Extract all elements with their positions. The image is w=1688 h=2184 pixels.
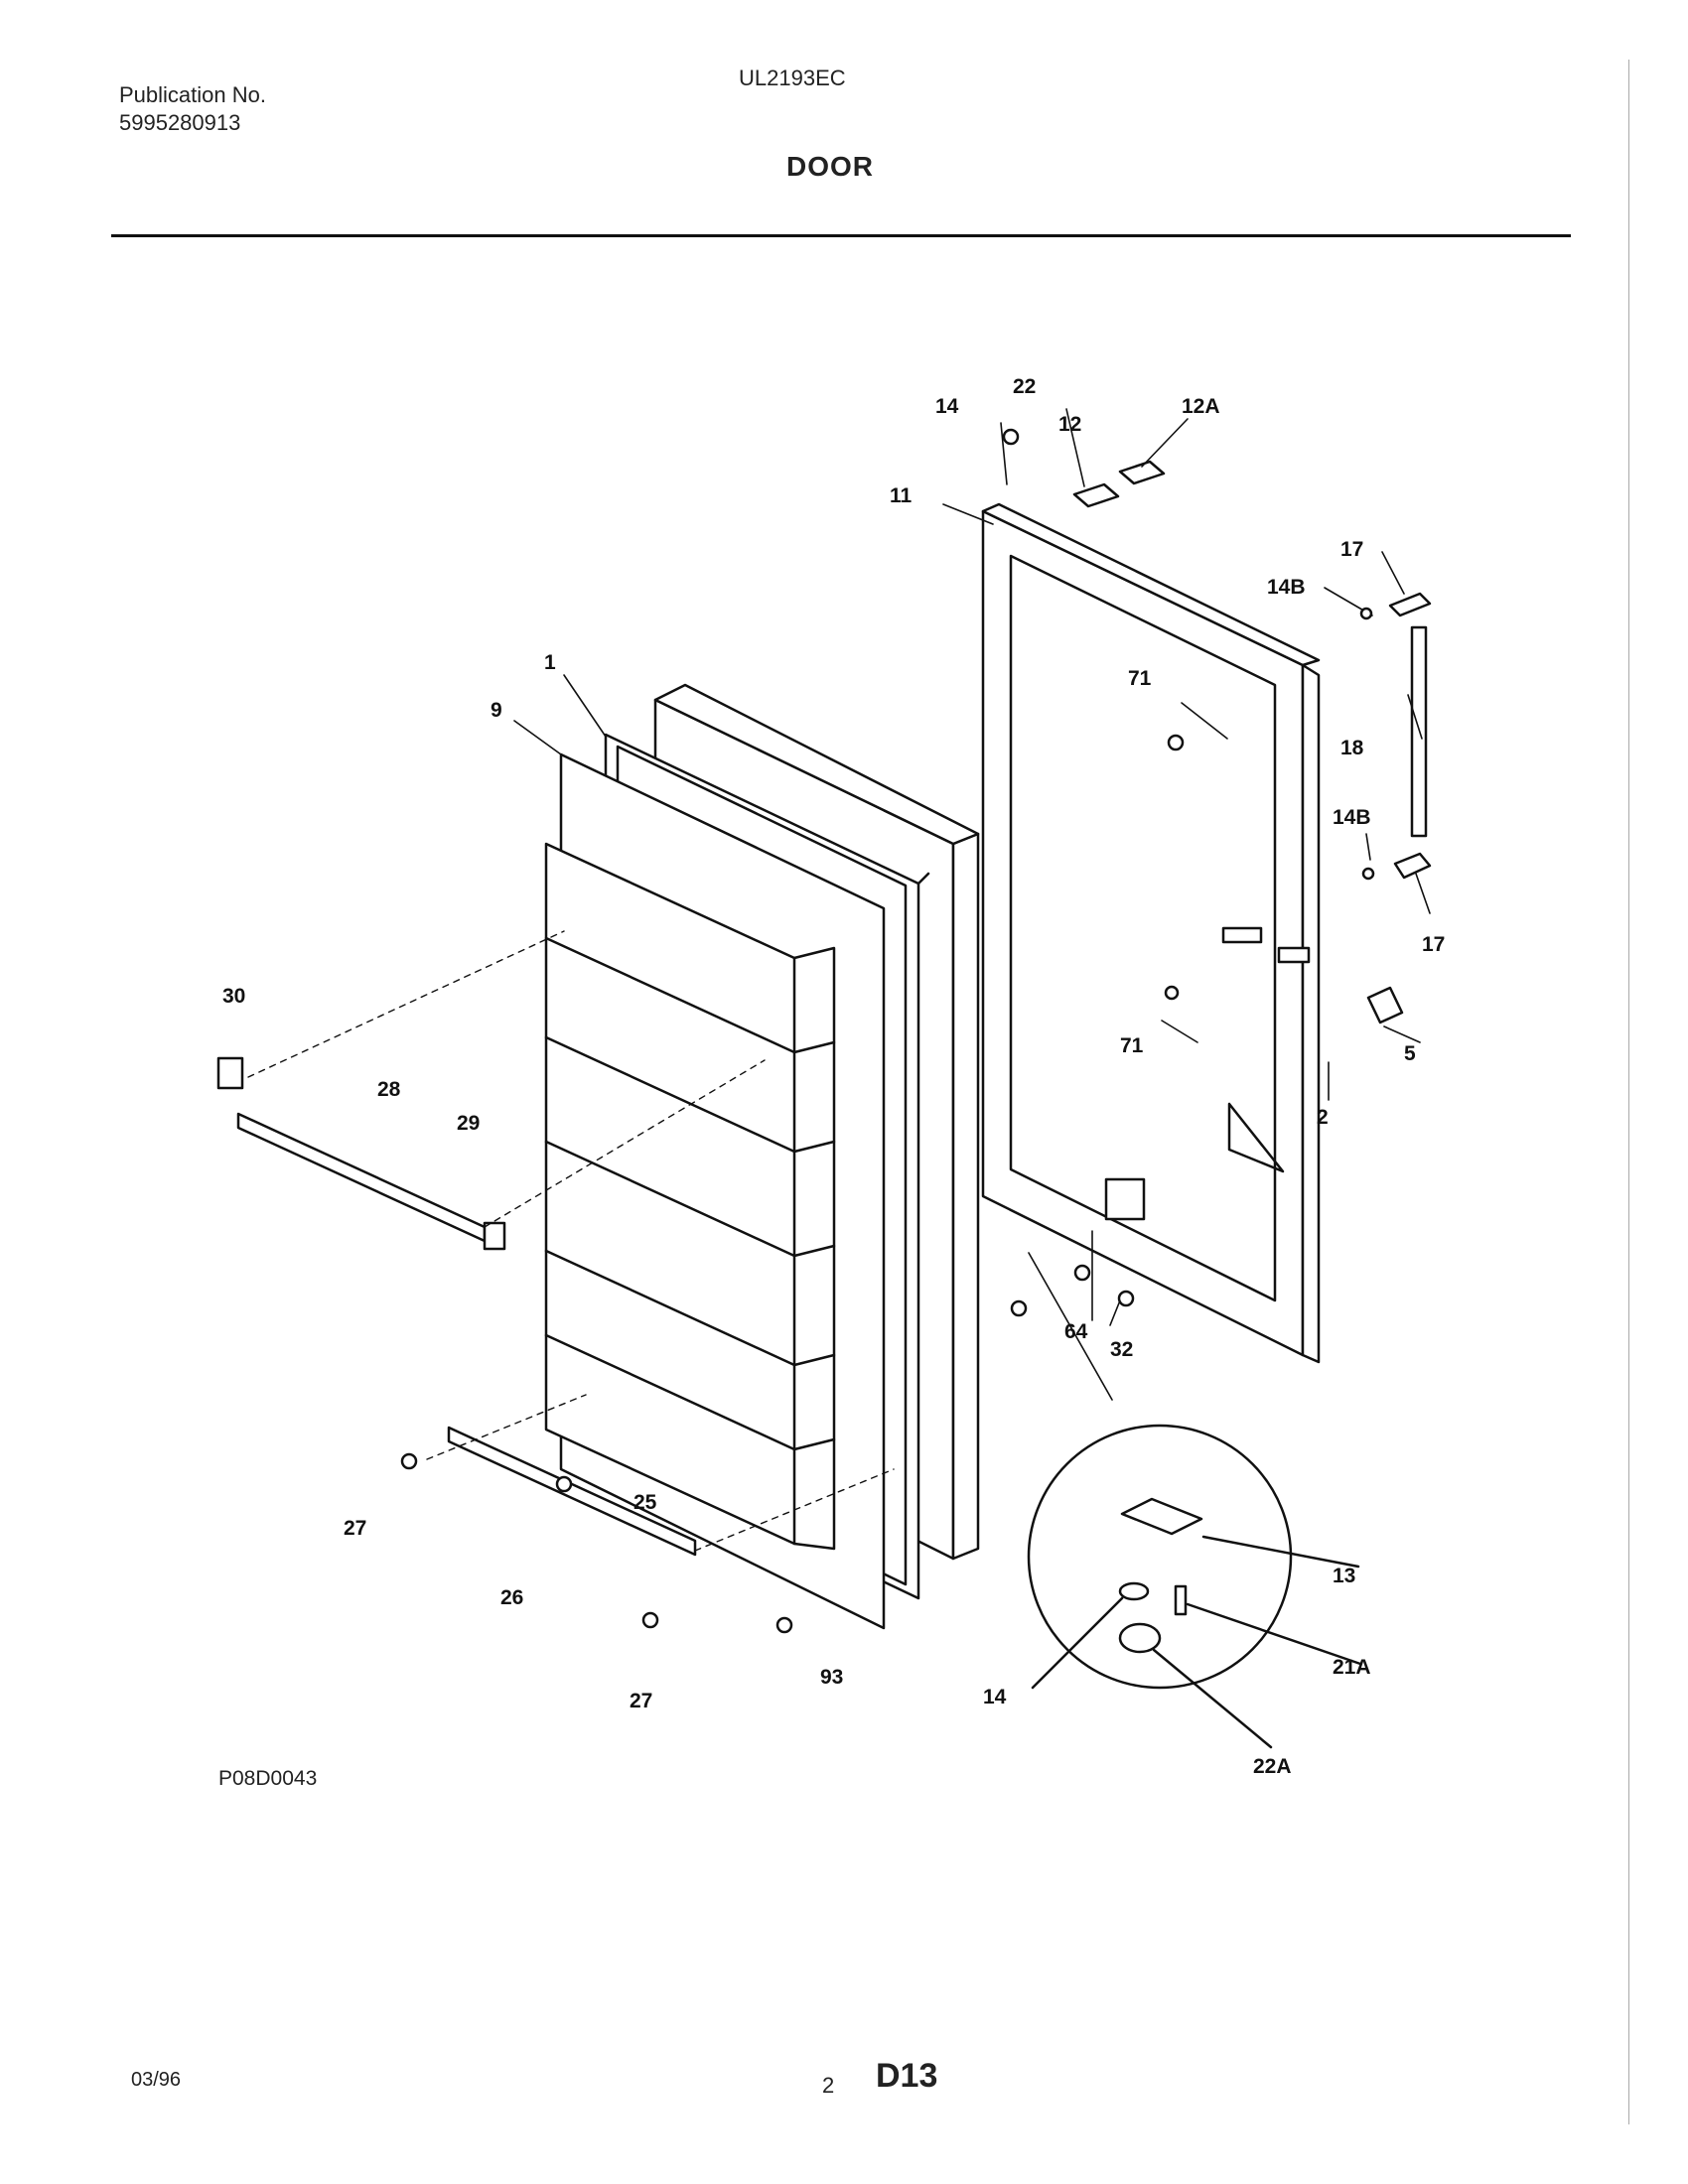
- callout-label: 14: [983, 1686, 1007, 1708]
- callout-label: 12A: [1182, 395, 1220, 418]
- plate-12A: [1118, 460, 1166, 485]
- callout-label: 17: [1340, 538, 1363, 561]
- bottom-bracket: [1104, 1177, 1146, 1221]
- bottom-strip: [447, 1426, 697, 1557]
- callout-label: 14B: [1333, 806, 1371, 829]
- callout-label: 14: [935, 395, 959, 418]
- callout-label: 27: [630, 1690, 652, 1712]
- callout-label: 9: [491, 699, 502, 722]
- plate-12: [1072, 482, 1120, 508]
- callout-label: 32: [1110, 1338, 1133, 1361]
- callout-label: 1: [544, 651, 556, 674]
- callout-label: 12: [1058, 413, 1081, 436]
- callout-label: 71: [1120, 1034, 1144, 1057]
- hinge-assembly: [1388, 592, 1432, 880]
- callout-labels: 22 14 12 12A 11 17 14B 18 71 14B 17 1 9 …: [222, 375, 1445, 1778]
- publication-block: Publication No. 5995280913: [119, 81, 266, 137]
- callout-label: 71: [1128, 667, 1152, 690]
- callout-label: 17: [1422, 933, 1445, 956]
- model-number: UL2193EC: [739, 66, 846, 90]
- inner-door-liner: [544, 752, 886, 1630]
- handle-parts: [1221, 926, 1404, 1173]
- figure-code: P08D0043: [218, 1767, 318, 1790]
- margin-line: [1628, 60, 1629, 2124]
- callout-label: 93: [820, 1666, 843, 1689]
- callout-label: 25: [633, 1491, 657, 1514]
- callout-label: 29: [457, 1112, 480, 1135]
- callout-label: 64: [1064, 1320, 1088, 1343]
- callout-label: 11: [890, 484, 913, 507]
- callout-label: 22A: [1253, 1755, 1292, 1778]
- screws: [400, 428, 1375, 1634]
- door-outer-panel: [981, 502, 1321, 1364]
- callout-label: 26: [500, 1586, 523, 1609]
- page-number: 2: [822, 2073, 835, 2098]
- page-title: DOOR: [786, 151, 874, 182]
- section-code: D13: [876, 2057, 938, 2095]
- publication-number: 5995280913: [119, 110, 241, 135]
- callout-label: 5: [1404, 1042, 1416, 1065]
- callout-label: 30: [222, 985, 245, 1008]
- callout-label: 18: [1340, 737, 1364, 759]
- revision-date: 03/96: [131, 2069, 182, 2091]
- callout-label: 21A: [1333, 1656, 1371, 1679]
- kickplate-strip: [216, 1056, 506, 1251]
- callout-label: 27: [344, 1517, 366, 1540]
- callout-label: 2: [1317, 1106, 1329, 1129]
- alignment-lines: [247, 930, 895, 1552]
- detail-circle: [1027, 1424, 1362, 1749]
- publication-label: Publication No.: [119, 82, 266, 107]
- header-rule: [111, 234, 1571, 237]
- callout-label: 22: [1013, 375, 1036, 398]
- callout-label: 28: [377, 1078, 401, 1101]
- callout-label: 13: [1333, 1565, 1355, 1587]
- callout-label: 14B: [1267, 576, 1306, 599]
- leader-lines: [513, 408, 1431, 1401]
